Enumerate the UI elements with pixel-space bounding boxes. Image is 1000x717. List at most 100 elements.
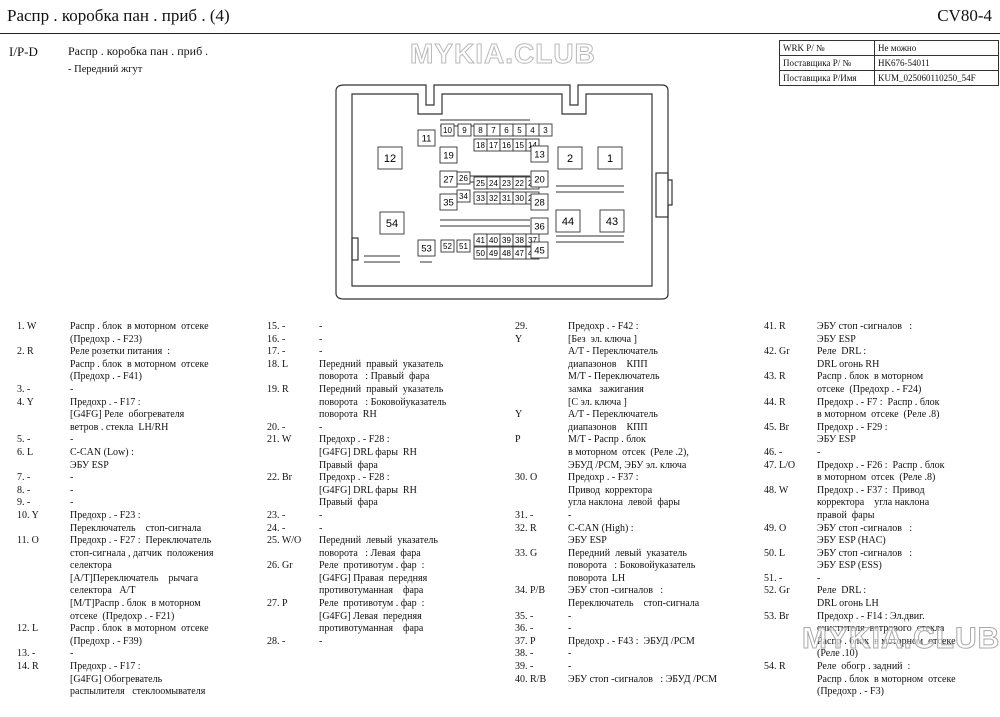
connector-pin-label: 51 (459, 242, 468, 251)
pin-entry: 9. -- (17, 497, 257, 510)
pin-number: 52. Gr (764, 585, 790, 597)
pin-description: C-CAN (Low) : ЭБУ ESP (70, 446, 134, 471)
part-info-table: WRK P/ № Не можно Поставщика P/ № HK676-… (779, 40, 999, 86)
connector-pin: 15 (512, 138, 527, 152)
connector-pin-label: 1 (607, 153, 613, 165)
pin-number: 10. Y (17, 509, 39, 521)
pin-number: 27. P (267, 598, 288, 610)
connector-pin-label: 3 (543, 126, 548, 135)
pin-entry: A/T - Переключатель диапазонов КПП (515, 346, 755, 371)
pin-number: 44. R (764, 396, 786, 408)
pin-number (515, 397, 568, 410)
connector-pin: 20 (530, 170, 549, 188)
connector-pin: 26 (456, 171, 471, 185)
pin-number: 30. O (515, 472, 538, 484)
pin-number: 5. - (17, 434, 31, 446)
pin-number: 13. - (17, 648, 36, 660)
pin-entry: 17. -- (267, 346, 505, 359)
pin-number: 22. Br (267, 472, 292, 484)
pin-description: Предохр . - F28 : [G4FG] DRL фары RH Пра… (319, 472, 417, 509)
connector-code: I/P-D (9, 44, 38, 59)
connector-pin: 12 (377, 146, 403, 170)
connector-housing (335, 84, 673, 300)
connector-pin-label: 31 (502, 194, 511, 203)
connector-pin-label: 13 (534, 149, 545, 160)
pin-description: Распр . блок в моторном отсеке (Предохр … (70, 321, 209, 345)
connector-pin: 23 (499, 176, 514, 190)
connector-pin-label: 32 (489, 194, 498, 203)
pin-description: - (817, 446, 821, 458)
pin-number: 4. Y (17, 396, 34, 408)
pin-number: 49. O (764, 522, 787, 534)
pin-description: - (319, 522, 323, 534)
pin-description: Предохр . - F17 : [G4FG] Обогреватель ра… (70, 661, 206, 698)
connector-pin: 33 (473, 191, 488, 205)
connector-pin: 53 (417, 239, 436, 257)
connector-pin-label: 8 (478, 126, 483, 135)
pin-entry: Y[Без эл. ключа ] (515, 334, 755, 347)
pin-entry: 24. - - (267, 523, 505, 536)
pin-description: Передний левый указатель поворота : Лева… (319, 535, 438, 559)
pin-description: - (70, 484, 74, 496)
connector-pin: 43 (599, 209, 625, 233)
connector-pin: 30 (512, 191, 527, 205)
connector-pin-label: 47 (515, 249, 524, 258)
connector-pin-label: 18 (476, 141, 485, 150)
connector-pin: 4 (525, 123, 540, 137)
connector-pin: 6 (499, 123, 514, 137)
connector-pin: 47 (512, 246, 527, 260)
connector-pin-label: 4 (530, 126, 535, 135)
pin-description: M/T - Переключатель замка зажигания (568, 371, 660, 395)
pin-number: 26. Gr (267, 560, 293, 572)
connector-pin: 28 (530, 193, 549, 211)
pin-description: Передний правый указатель поворота : Пра… (319, 358, 444, 383)
connector-pin-label: 5 (517, 126, 522, 135)
watermark: MYKIA.CLUB (410, 38, 596, 70)
connector-pin-label: 12 (384, 153, 396, 165)
pin-number: 24. - (267, 522, 286, 534)
pin-number: 21. W (267, 434, 292, 446)
connector-pin-label: 23 (502, 179, 511, 188)
connector-pin-label: 7 (491, 126, 496, 135)
connector-pin-label: 15 (515, 141, 524, 150)
pin-description: ЭБУ стоп -сигналов : ЭБУ ESP (ESS) (817, 547, 913, 572)
pin-number: 46. - (764, 446, 783, 458)
connector-pin-label: 11 (422, 133, 432, 144)
pin-number: 17. - (267, 346, 286, 358)
connector-pin-label: 33 (476, 194, 485, 203)
connector-pin-label: 20 (534, 174, 545, 185)
pin-description: - (319, 321, 323, 332)
connector-pin-label: 44 (562, 216, 574, 228)
pin-number: 18. L (267, 358, 289, 370)
pin-number: 9. - (17, 497, 31, 509)
pin-entry: 51. -- (764, 573, 1000, 586)
connector-pin-label: 17 (489, 141, 498, 150)
pin-number: 11. O (17, 535, 39, 547)
pin-number: 40. R/B (515, 673, 547, 685)
pin-description: - (568, 623, 572, 635)
pin-description: A/T - Переключатель диапазонов КПП (568, 346, 658, 370)
pin-description: - (319, 421, 323, 433)
pin-number (515, 346, 568, 371)
connector-pin-label: 43 (606, 216, 618, 228)
connector-pin-label: 49 (489, 249, 498, 258)
connector-pin: 18 (473, 138, 488, 152)
pin-description: Передний левый указатель поворота : Боко… (568, 547, 696, 584)
pin-number: 32. R (515, 522, 537, 534)
connector-pin-label: 39 (502, 236, 511, 245)
pin-number: Y (515, 409, 523, 421)
connector-pin: 22 (512, 176, 527, 190)
pin-description: - (817, 572, 821, 584)
connector-pin-label: 14 (528, 141, 537, 150)
pin-description: Предохр . - F26 : Распр . блок в моторно… (817, 459, 945, 484)
pin-description: ЭБУ стоп -сигналов : Переключатель стоп-… (568, 585, 700, 610)
pin-description: - (70, 648, 74, 660)
pin-number: 2. R (17, 346, 34, 358)
connector-pin: 44 (555, 209, 581, 233)
